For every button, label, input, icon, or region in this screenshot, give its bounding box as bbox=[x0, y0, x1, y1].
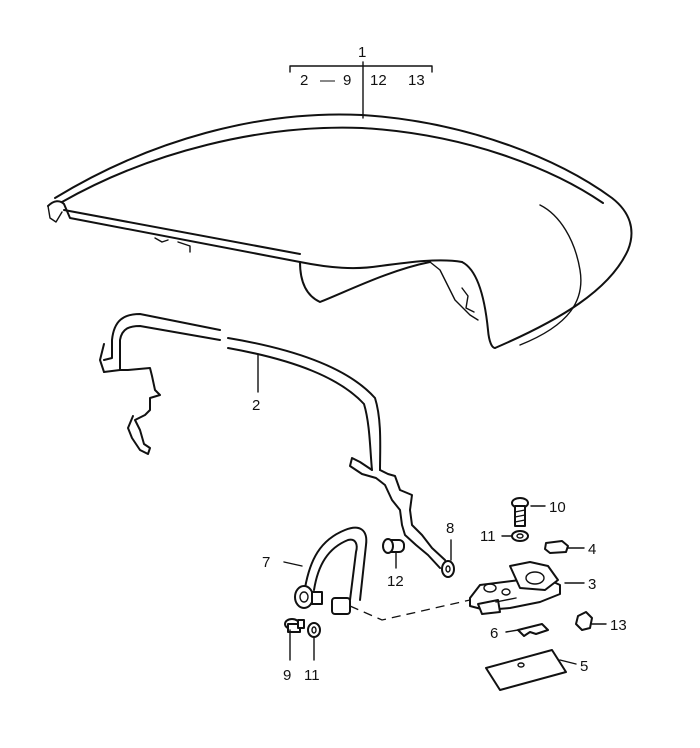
callout-11-bottom: 11 bbox=[304, 667, 320, 684]
washer-11-top-part bbox=[511, 530, 529, 542]
callout-7: 7 bbox=[262, 554, 270, 571]
callout-2: 2 bbox=[252, 397, 260, 414]
label-header-12: 12 bbox=[370, 72, 387, 89]
plate-part bbox=[485, 649, 567, 691]
callout-8: 8 bbox=[446, 520, 454, 537]
callout-6: 6 bbox=[490, 625, 498, 642]
strap-part bbox=[294, 526, 368, 615]
callout-4: 4 bbox=[588, 541, 596, 558]
clip-part bbox=[544, 540, 569, 554]
washer-8-part bbox=[441, 560, 455, 578]
bolt-9-part bbox=[284, 618, 305, 633]
callout-9: 9 bbox=[283, 667, 291, 684]
bracket-part bbox=[469, 561, 561, 615]
callout-10: 10 bbox=[549, 499, 566, 516]
screw-10-part bbox=[511, 497, 529, 527]
assembly-line bbox=[349, 599, 471, 621]
callout-12: 12 bbox=[387, 573, 404, 590]
header-bracket bbox=[289, 65, 433, 73]
nut-13-part bbox=[575, 611, 593, 631]
label-header-13: 13 bbox=[408, 72, 425, 89]
pin-part bbox=[382, 538, 405, 554]
washer-11-bottom-part bbox=[307, 622, 321, 638]
shim-part bbox=[517, 623, 549, 637]
callout-3: 3 bbox=[588, 576, 596, 593]
label-1: 1 bbox=[358, 44, 366, 61]
callout-11-top: 11 bbox=[480, 528, 496, 545]
label-header-dash: — bbox=[320, 72, 335, 89]
label-header-2: 2 bbox=[300, 72, 308, 89]
hardtop-bow bbox=[99, 313, 446, 569]
assembly-header: 1 2 — 9 12 13 bbox=[289, 44, 433, 119]
callout-5: 5 bbox=[580, 658, 588, 675]
leader-lines bbox=[257, 353, 607, 665]
hardtop-shell bbox=[47, 113, 633, 349]
label-header-9: 9 bbox=[343, 72, 351, 89]
callout-13: 13 bbox=[610, 617, 627, 634]
